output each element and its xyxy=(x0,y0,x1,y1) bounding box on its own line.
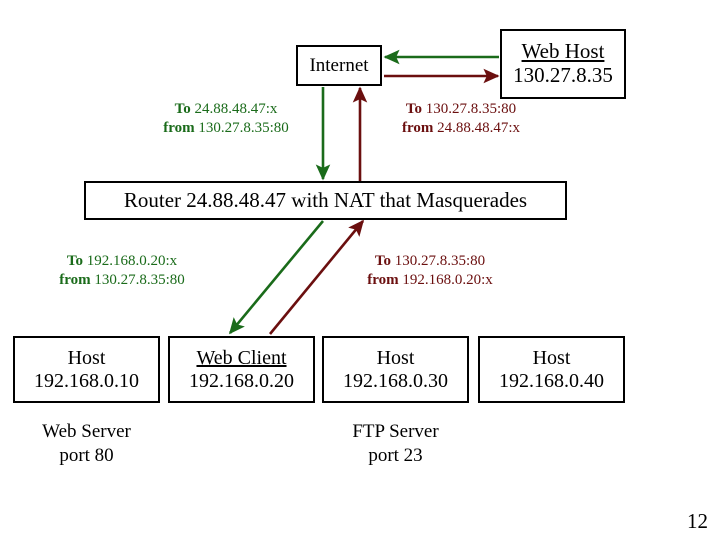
caption-ftp-server-line1: FTP Server xyxy=(352,421,439,442)
node-web-host-title: Web Host xyxy=(521,39,605,64)
caption-web-server: Web Server port 80 xyxy=(13,420,160,468)
packet-to-prefix: To xyxy=(405,101,426,117)
caption-ftp-server-line2: port 23 xyxy=(368,444,423,466)
packet-from-prefix: from xyxy=(163,120,199,137)
node-router[interactable]: Router 24.88.48.47 with NAT that Masquer… xyxy=(84,181,567,220)
packet-from-prefix: from xyxy=(59,272,95,289)
packet-to-value: 24.88.48.47:x xyxy=(194,101,278,117)
node-web-host[interactable]: Web Host 130.27.8.35 xyxy=(500,29,626,99)
node-host-address: 192.168.0.20 xyxy=(189,369,294,392)
node-host-192-168-0-10[interactable]: Host 192.168.0.10 xyxy=(13,336,160,403)
packet-from-value: 192.168.0.20:x xyxy=(402,272,493,289)
packet-to-value: 192.168.0.20:x xyxy=(86,253,178,269)
node-host-title: Host xyxy=(67,347,106,370)
node-host-192-168-0-40[interactable]: Host 192.168.0.40 xyxy=(478,336,625,403)
packet-to-prefix: To xyxy=(374,253,395,269)
caption-web-server-line1: Web Server xyxy=(42,421,131,442)
packet-from-prefix: from xyxy=(367,272,403,289)
node-internet[interactable]: Internet xyxy=(296,45,382,86)
caption-web-server-line2: port 80 xyxy=(59,444,114,466)
node-host-address: 192.168.0.40 xyxy=(499,369,604,392)
node-host-192-168-0-30[interactable]: Host 192.168.0.30 xyxy=(322,336,469,403)
packet-to-prefix: To xyxy=(66,253,87,269)
node-host-address: 192.168.0.30 xyxy=(343,369,448,392)
node-web-host-address: 130.27.8.35 xyxy=(513,63,613,87)
packet-from-value: 130.27.8.35:80 xyxy=(94,272,185,289)
node-host-address: 192.168.0.10 xyxy=(34,369,139,392)
node-router-label: Router 24.88.48.47 with NAT that Masquer… xyxy=(123,187,528,212)
packet-label-outbound-wan: To 130.27.8.35:80 from 24.88.48.47:x xyxy=(378,100,544,138)
node-internet-label: Internet xyxy=(309,54,369,76)
node-host-title: Host xyxy=(376,347,415,370)
arrow-router-to-webclient xyxy=(228,220,325,335)
packet-to-value: 130.27.8.35:80 xyxy=(425,101,517,117)
page-number: 12 xyxy=(687,509,708,533)
packet-from-value: 130.27.8.35:80 xyxy=(198,120,289,137)
packet-to-prefix: To xyxy=(174,101,195,117)
node-host-title: Host xyxy=(532,347,571,370)
caption-ftp-server: FTP Server port 23 xyxy=(322,420,469,468)
packet-label-outbound-lan: To 130.27.8.35:80 from 192.168.0.20:x xyxy=(340,252,520,290)
node-host-title: Web Client xyxy=(196,347,287,370)
packet-from-value: 24.88.48.47:x xyxy=(437,120,521,137)
packet-label-inbound-lan: To 192.168.0.20:x from 130.27.8.35:80 xyxy=(32,252,212,290)
node-host-web-client[interactable]: Web Client 192.168.0.20 xyxy=(168,336,315,403)
packet-label-inbound-wan: To 24.88.48.47:x from 130.27.8.35:80 xyxy=(148,100,304,138)
packet-to-value: 130.27.8.35:80 xyxy=(394,253,486,269)
packet-from-prefix: from xyxy=(401,120,438,137)
